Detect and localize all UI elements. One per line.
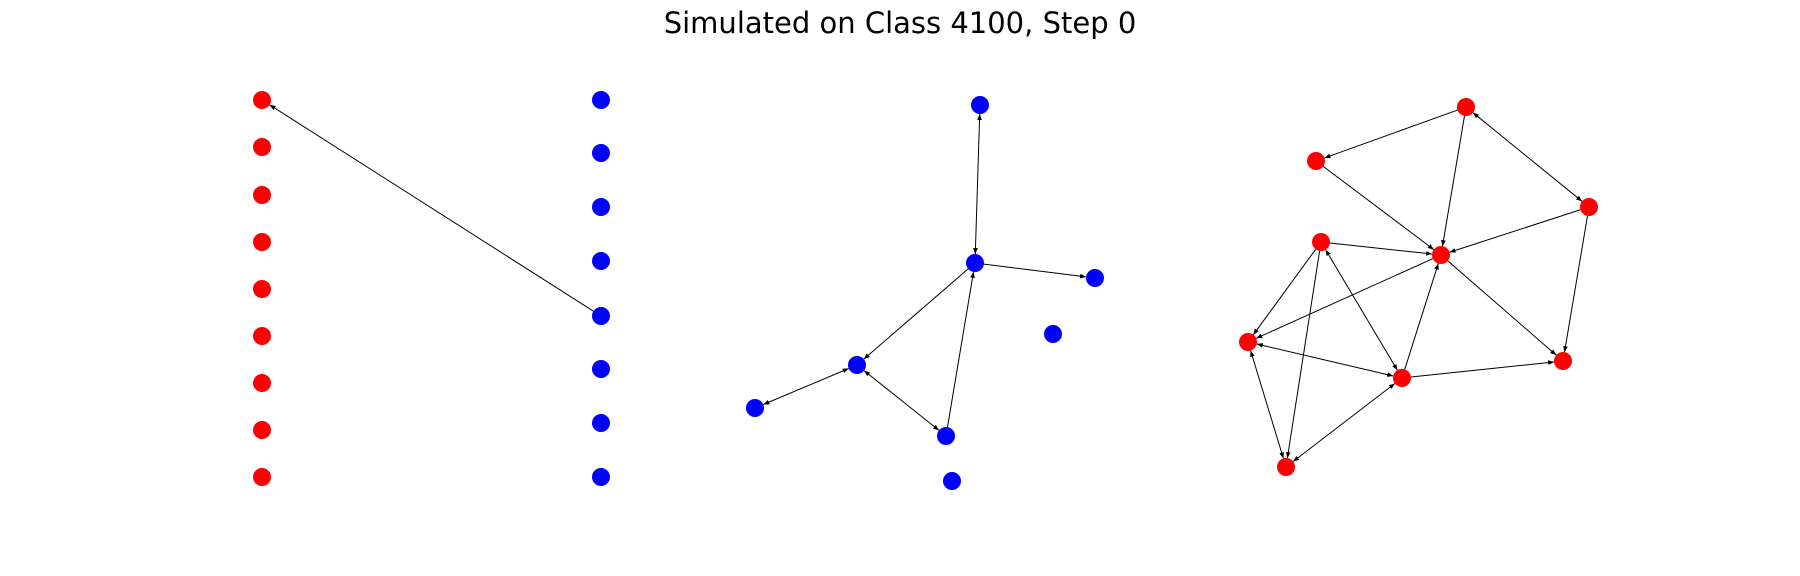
edge-c6-c1	[946, 271, 975, 428]
edge-d3-d4	[1329, 242, 1433, 256]
node-b2	[592, 198, 610, 216]
edge-d4-d7	[1447, 260, 1557, 356]
node-c3	[1044, 325, 1062, 343]
edge-d6-d7	[1410, 360, 1555, 378]
node-d3	[1312, 233, 1330, 251]
edge-d0-d2	[1472, 112, 1583, 202]
edge-d2-d4	[1449, 209, 1581, 253]
node-d8	[1277, 458, 1295, 476]
edge-d4-d5	[1255, 258, 1434, 339]
edge-d3-d5	[1252, 248, 1317, 336]
node-r3	[253, 233, 271, 251]
node-b5	[592, 360, 610, 378]
edge-d6-d5	[1256, 343, 1394, 377]
node-b6	[592, 414, 610, 432]
edge-d6-d4	[1404, 263, 1439, 370]
node-r2	[253, 186, 271, 204]
edge-c4-c5	[763, 368, 849, 405]
node-b1	[592, 144, 610, 162]
node-r5	[253, 327, 271, 345]
edge-d2-d7	[1563, 215, 1588, 353]
node-c0	[971, 96, 989, 114]
node-d6	[1393, 369, 1411, 387]
node-d4	[1432, 246, 1450, 264]
node-b3	[592, 252, 610, 270]
node-d0	[1457, 98, 1475, 116]
edge-d3-d6	[1325, 249, 1398, 371]
edge-d6-d8	[1292, 383, 1396, 462]
node-c4	[848, 356, 866, 374]
edge-d5-d8	[1250, 350, 1284, 459]
edge-d0-d4	[1441, 115, 1465, 247]
node-c6	[937, 427, 955, 445]
node-c2	[1086, 269, 1104, 287]
node-r6	[253, 374, 271, 392]
node-b0	[592, 91, 610, 109]
edges-layer	[269, 104, 1588, 462]
node-r4	[253, 280, 271, 298]
edge-c0-c1	[973, 113, 982, 255]
node-r0	[253, 91, 271, 109]
node-r8	[253, 468, 271, 486]
edge-d0-d1	[1324, 109, 1458, 159]
node-c7	[943, 472, 961, 490]
node-d5	[1239, 333, 1257, 351]
node-c1	[966, 254, 984, 272]
node-c5	[746, 399, 764, 417]
edge-c1-c2	[983, 263, 1087, 279]
node-d7	[1554, 352, 1572, 370]
node-r7	[253, 421, 271, 439]
nodes-layer	[253, 91, 1598, 490]
node-d1	[1307, 152, 1325, 170]
node-r1	[253, 138, 271, 156]
edge-c4-c6	[863, 370, 940, 431]
edge-c1-c4	[863, 268, 969, 360]
figure-title: Simulated on Class 4100, Step 0	[663, 6, 1137, 40]
node-d2	[1580, 198, 1598, 216]
edge-b4-r0	[269, 104, 594, 312]
node-b7	[592, 468, 610, 486]
node-b4	[592, 307, 610, 325]
edge-d1-d4	[1322, 166, 1435, 250]
